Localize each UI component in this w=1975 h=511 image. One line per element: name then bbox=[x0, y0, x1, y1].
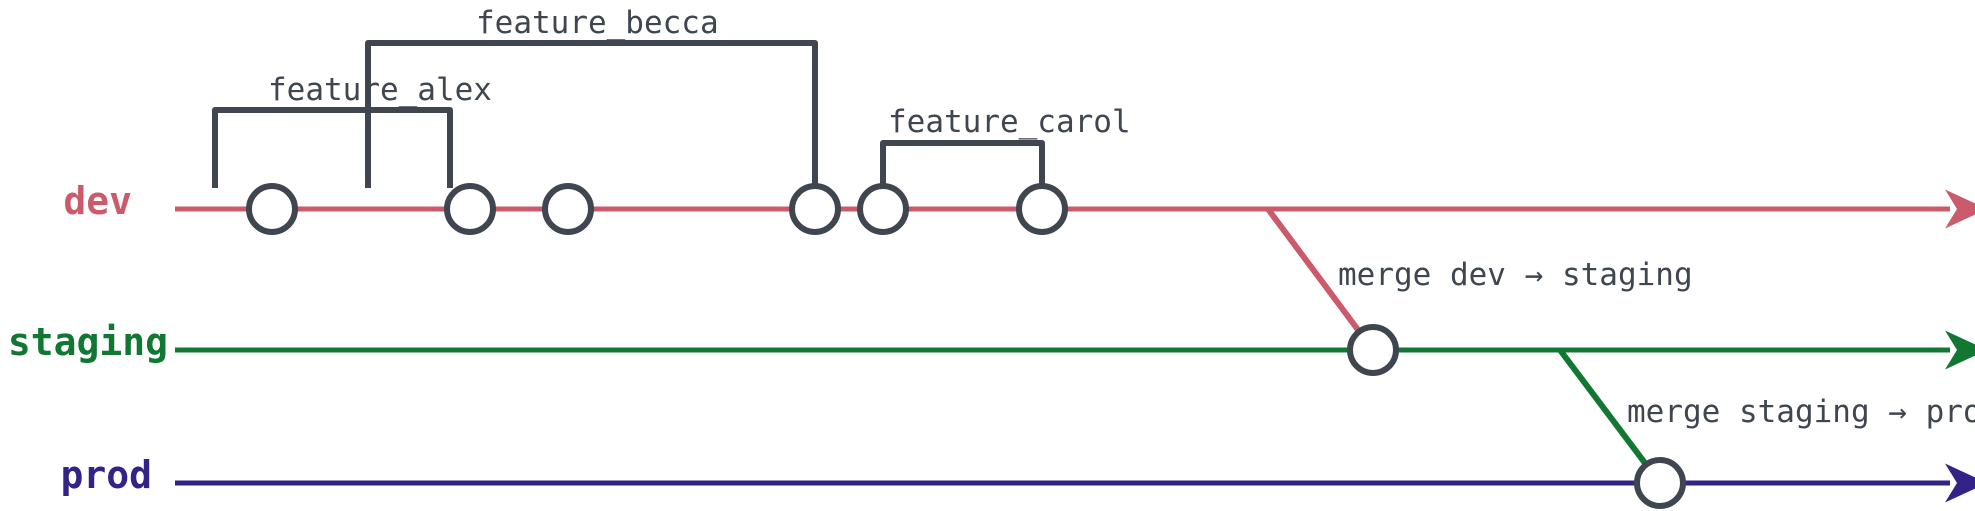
feature-bracket-carol bbox=[880, 140, 1045, 188]
feature-label-becca: feature_becca bbox=[476, 5, 719, 41]
commit-node-prod-1[interactable] bbox=[1634, 457, 1686, 509]
commit-node-dev-6[interactable] bbox=[1016, 183, 1068, 235]
branch-name-labels: dev staging prod bbox=[8, 179, 168, 497]
feature-label-alex: feature_alex bbox=[268, 72, 492, 108]
feature-brackets bbox=[212, 40, 1045, 188]
commit-nodes bbox=[246, 183, 1686, 509]
merge-label-staging-to-prod: merge staging → prod bbox=[1627, 394, 1975, 430]
feature-label-carol: feature_carol bbox=[888, 104, 1131, 140]
branch-label-dev: dev bbox=[63, 179, 132, 223]
merge-labels: merge dev → staging merge staging → prod bbox=[1338, 257, 1975, 430]
merge-label-dev-to-staging: merge dev → staging bbox=[1338, 257, 1693, 293]
commit-node-staging-1[interactable] bbox=[1347, 324, 1399, 376]
branch-label-prod: prod bbox=[60, 453, 152, 497]
merge-line-staging-to-prod bbox=[1557, 348, 1663, 485]
commit-node-dev-4[interactable] bbox=[789, 183, 841, 235]
feature-bracket-becca bbox=[365, 40, 818, 188]
merge-line-dev-to-staging bbox=[1265, 207, 1376, 352]
branch-lines bbox=[175, 189, 1975, 503]
commit-node-dev-1[interactable] bbox=[246, 183, 298, 235]
commit-node-dev-5[interactable] bbox=[857, 183, 909, 235]
commit-node-dev-3[interactable] bbox=[542, 183, 594, 235]
commit-node-dev-2[interactable] bbox=[444, 183, 496, 235]
merge-connectors bbox=[1265, 207, 1663, 485]
feature-bracket-alex bbox=[212, 107, 453, 188]
branch-label-staging: staging bbox=[8, 320, 168, 364]
feature-bracket-labels: feature_alex feature_becca feature_carol bbox=[268, 5, 1131, 140]
